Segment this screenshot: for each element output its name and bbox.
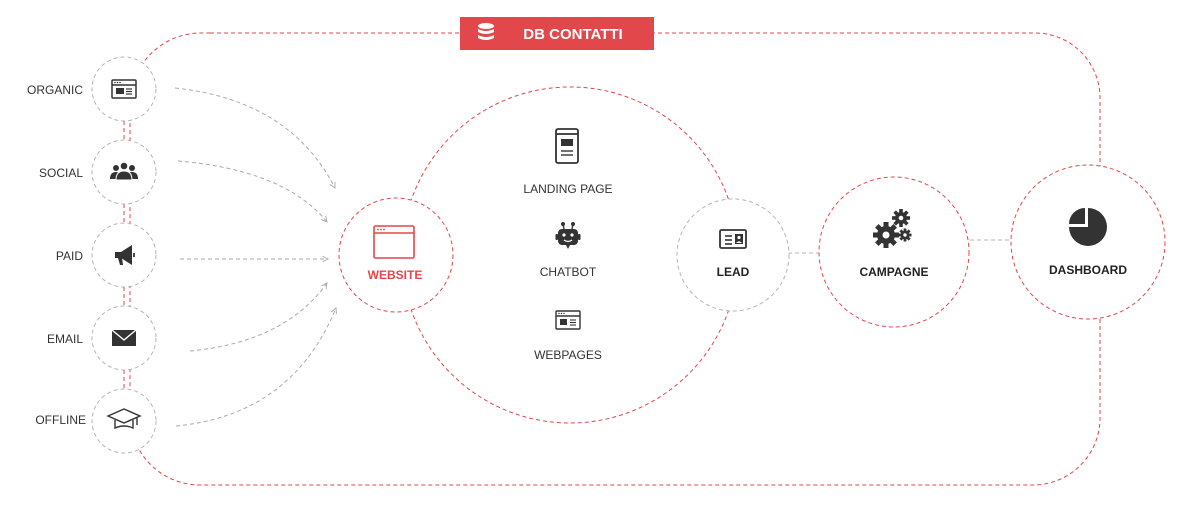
source-label-email: EMAIL <box>47 332 83 346</box>
robot-icon <box>555 222 581 249</box>
source-label-social: SOCIAL <box>39 166 83 180</box>
pipeline-connectors <box>788 239 1012 254</box>
website-label: WEBSITE <box>368 268 423 282</box>
channel-label-webpages: WEBPAGES <box>534 348 602 362</box>
graduation-cap-icon <box>106 408 142 430</box>
pie-chart-icon <box>1069 208 1107 246</box>
browser-icon <box>111 79 137 99</box>
db-contatti-header: DB CONTATTI <box>460 17 654 50</box>
webpage-icon <box>555 310 581 330</box>
browser-window-icon <box>373 225 415 259</box>
source-label-organic: ORGANIC <box>27 83 83 97</box>
contact-card-icon <box>719 229 747 249</box>
database-icon <box>478 23 494 40</box>
lead-circle <box>676 198 790 312</box>
people-icon <box>110 161 138 181</box>
envelope-icon <box>111 329 137 346</box>
campagne-label: CAMPAGNE <box>859 265 928 279</box>
megaphone-icon <box>115 245 135 265</box>
campagne-circle <box>818 176 970 328</box>
db-contatti-title: DB CONTATTI <box>523 26 622 43</box>
channel-label-landing-page: LANDING PAGE <box>523 182 612 196</box>
source-arrows <box>174 87 336 427</box>
source-label-offline: OFFLINE <box>35 413 86 427</box>
channel-label-chatbot: CHATBOT <box>540 265 597 279</box>
lead-label: LEAD <box>717 265 750 279</box>
gears-icon <box>873 209 912 248</box>
website-circle <box>338 197 454 313</box>
dashboard-label: DASHBOARD <box>1049 263 1127 277</box>
source-label-paid: PAID <box>56 249 83 263</box>
mobile-page-icon <box>555 128 579 164</box>
